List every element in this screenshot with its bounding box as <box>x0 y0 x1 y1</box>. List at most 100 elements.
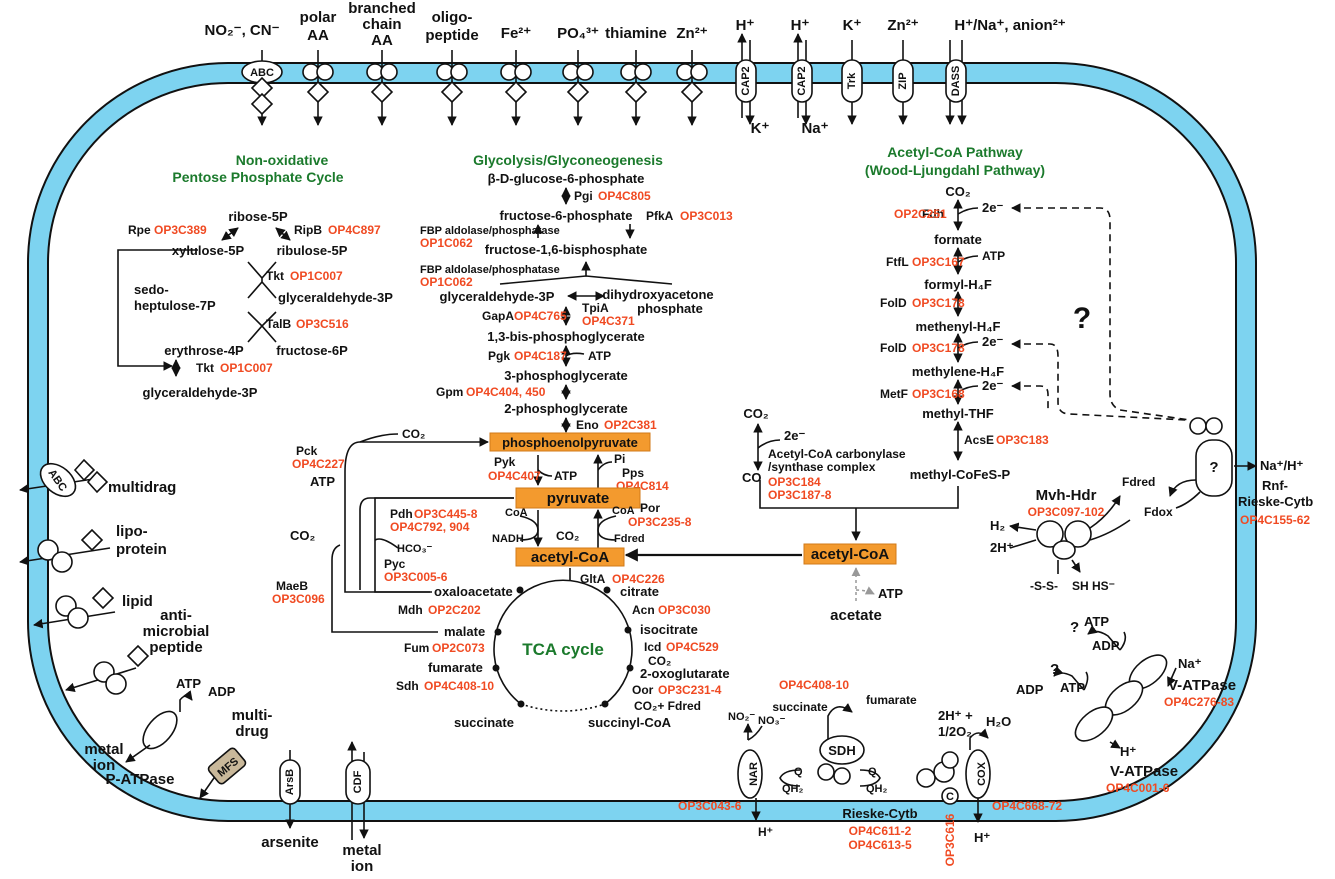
gpm-label: Gpm <box>436 385 463 399</box>
glyceraldehyde-3p-glyc: glyceraldehyde-3P <box>440 289 555 304</box>
acs-gene-2: OP3C187-8 <box>768 488 832 502</box>
cap2-transporter-2: CAP2 Na⁺ <box>791 33 829 137</box>
mvh-gene: OP3C097-102 <box>1028 505 1105 519</box>
acse-gene: OP3C183 <box>996 433 1049 447</box>
ppp-title-2: Pentose Phosphate Cycle <box>172 169 343 185</box>
substrate-phosphate: PO₄³⁺ <box>557 25 599 42</box>
metf-label: MetF <box>880 387 908 401</box>
pyruvate-box <box>515 487 641 509</box>
malate: malate <box>444 624 485 639</box>
lipid-transporter: lipid <box>33 586 153 629</box>
fbp-gene-1: OP1C062 <box>420 236 473 250</box>
qh2-label-1: QH₂ <box>782 783 804 795</box>
pdh-gene-2: OP4C792, 904 <box>390 520 470 534</box>
p-atpase-label: P-ATPase <box>106 771 175 788</box>
sdh-succinate: succinate <box>772 700 828 714</box>
icd-gene: OP4C529 <box>666 640 719 654</box>
maeb-label: MaeB <box>276 579 308 593</box>
pyk-gene: OP4C407 <box>488 469 541 483</box>
cox-o2: 1/2O₂ <box>938 724 972 739</box>
pgi-gene: OP4C805 <box>598 189 651 203</box>
xylulose-5p: xylulose-5P <box>172 243 245 258</box>
wl-title-2: (Wood-Ljungdahl Pathway) <box>865 162 1045 178</box>
cdf-label: CDF <box>352 770 364 793</box>
dass-transporter: DASS <box>945 40 967 125</box>
abc-branched-aa <box>366 50 398 126</box>
succinate: succinate <box>454 715 514 730</box>
fdh-label: Fdh <box>922 207 944 221</box>
substrate-oligo: oligo- <box>432 9 473 26</box>
pfka-gene: OP3C013 <box>680 209 733 223</box>
rnf-fdox: Fdox <box>1144 505 1173 519</box>
tpia-label: TpiA <box>582 301 609 315</box>
abc-zinc <box>676 50 708 126</box>
vatp-q2: ? <box>1050 661 1059 678</box>
abc-top-label: ABC <box>250 67 274 79</box>
methyl-cofes-p: methyl-CoFeS-P <box>910 467 1011 482</box>
wl-atp: ATP <box>878 586 903 601</box>
formate: formate <box>934 232 982 247</box>
arsb-transporter: ArsB arsenite <box>261 750 319 851</box>
h2-label: H₂ <box>990 518 1005 533</box>
rieske-gene-2: OP4C613-5 <box>848 838 912 852</box>
glyceraldehyde-3p: glyceraldehyde-3P <box>278 290 393 305</box>
top-substrate-labels: NO₂⁻, CN⁻ polar AA branched chain AA oli… <box>205 0 1066 49</box>
rnf-complex: ? Na⁺/H⁺ Rnf- Rieske-Cytb OP4C155-62 Fdr… <box>1122 417 1313 527</box>
fold-label-1: FolD <box>880 296 907 310</box>
abc-polar-aa <box>302 50 334 126</box>
mdh-label: Mdh <box>398 603 423 617</box>
vatp-atp2: ATP <box>1060 680 1085 695</box>
glycolysis-title: Glycolysis/Glyconeogenesis <box>473 152 663 168</box>
substrate-zinc: Zn²⁺ <box>676 25 707 42</box>
fructose-1-6-bisphosphate: fructose-1,6-bisphosphate <box>485 242 648 257</box>
2-oxoglutarate: 2-oxoglutarate <box>640 666 730 681</box>
abc-nitrite-transporter: ABC <box>241 50 283 126</box>
fum-label: Fum <box>404 641 429 655</box>
vatp-gene-1: OP4C276-83 <box>1164 695 1234 709</box>
vatp-q1: ? <box>1070 619 1079 636</box>
no2-label: NO₂⁻ <box>728 711 755 723</box>
wl-co: CO <box>742 470 762 485</box>
q-label-1: Q <box>794 766 803 778</box>
beta-d-glucose-6p: β-D-glucose-6-phosphate <box>488 171 645 186</box>
acs-label-2: /synthase complex <box>768 460 876 474</box>
pfka-label: PfkA <box>646 209 674 223</box>
sedo-label-2: heptulose-7P <box>134 298 216 313</box>
multidrag-label: multidrag <box>108 479 176 496</box>
pgk-gene: OP4C187 <box>514 349 567 363</box>
por-label: Por <box>640 501 660 515</box>
qh2-label-2: QH₂ <box>866 783 888 795</box>
tpia-gene: OP4C371 <box>582 314 635 328</box>
pyk-label: Pyk <box>494 455 516 469</box>
acetyl-coa: acetyl-CoA <box>531 549 610 566</box>
fructose-6-phosphate: fructose-6-phosphate <box>500 208 633 223</box>
pps-pi: Pi <box>614 452 625 466</box>
rnf-gene: OP4C155-62 <box>1240 513 1310 527</box>
fumarate: fumarate <box>428 660 483 675</box>
cox-label: COX <box>976 761 988 786</box>
acs-gene-1: OP3C184 <box>768 475 821 489</box>
pdh-label: Pdh <box>390 507 413 521</box>
anti-label-2: microbial <box>143 623 210 640</box>
talb-gene: OP3C516 <box>296 317 349 331</box>
fbp-label-1: FBP aldolase/phosphatase <box>420 225 560 237</box>
zip-label: ZIP <box>897 72 909 89</box>
pps-label: Pps <box>622 466 644 480</box>
methenyl-h4f: methenyl-H₄F <box>916 319 1001 334</box>
abc-oligopeptide <box>436 50 468 126</box>
mvh-hdr-complex: Mvh-Hdr OP3C097-102 H₂ 2H⁺ -S-S- SH HS⁻ <box>990 487 1131 593</box>
nar-gene: OP3C043-6 <box>678 799 742 813</box>
icd-co2: CO₂ <box>648 654 671 668</box>
acs-label-1: Acetyl-CoA carbonylase <box>768 447 906 461</box>
rnf-label-2: Rieske-Cytb <box>1238 494 1313 509</box>
vatp-gene-2: OP4C001-6 <box>1106 781 1170 795</box>
glycolysis-pathway: Glycolysis/Glyconeogenesis β-D-glucose-6… <box>272 152 733 633</box>
ribose-5p: ribose-5P <box>228 209 288 224</box>
wl-title-1: Acetyl-CoA Pathway <box>887 144 1023 160</box>
q-label-2: Q <box>868 766 877 778</box>
substrate-iron: Fe²⁺ <box>501 25 532 42</box>
rpe-label: Rpe <box>128 223 151 237</box>
metal-ion-label-3: metal <box>342 842 381 859</box>
cox-h2o: H₂O <box>986 714 1011 729</box>
gapa-label: GapA <box>482 309 514 323</box>
